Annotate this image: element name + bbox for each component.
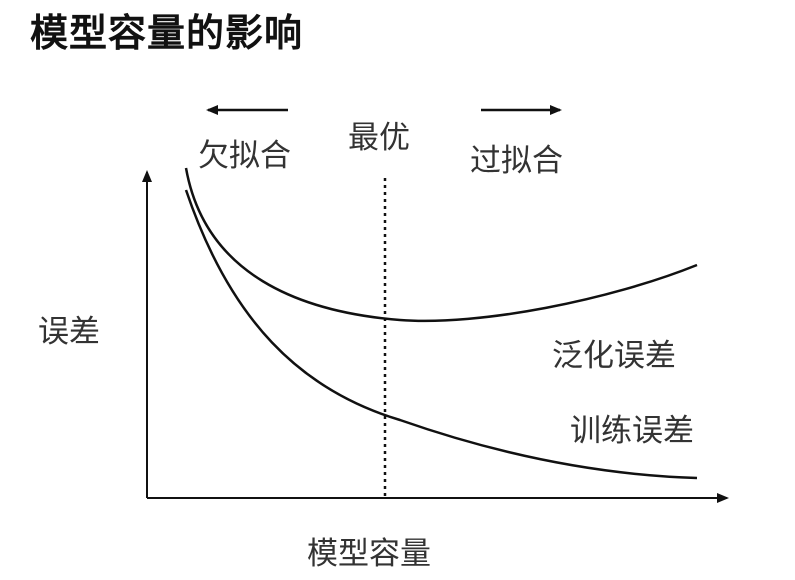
generalization-error-label: 泛化误差 [552, 338, 676, 374]
y-axis-label: 误差 [38, 314, 100, 350]
page-title: 模型容量的影响 [30, 11, 304, 55]
x-axis-label: 模型容量 [307, 536, 431, 572]
training-error-label: 训练误差 [570, 413, 694, 449]
optimal-label: 最优 [348, 120, 410, 156]
generalization-error-curve [184, 167, 698, 323]
overfit-label: 过拟合 [470, 143, 563, 179]
underfit-label: 欠拟合 [198, 138, 291, 174]
training-error-curve [184, 189, 698, 480]
